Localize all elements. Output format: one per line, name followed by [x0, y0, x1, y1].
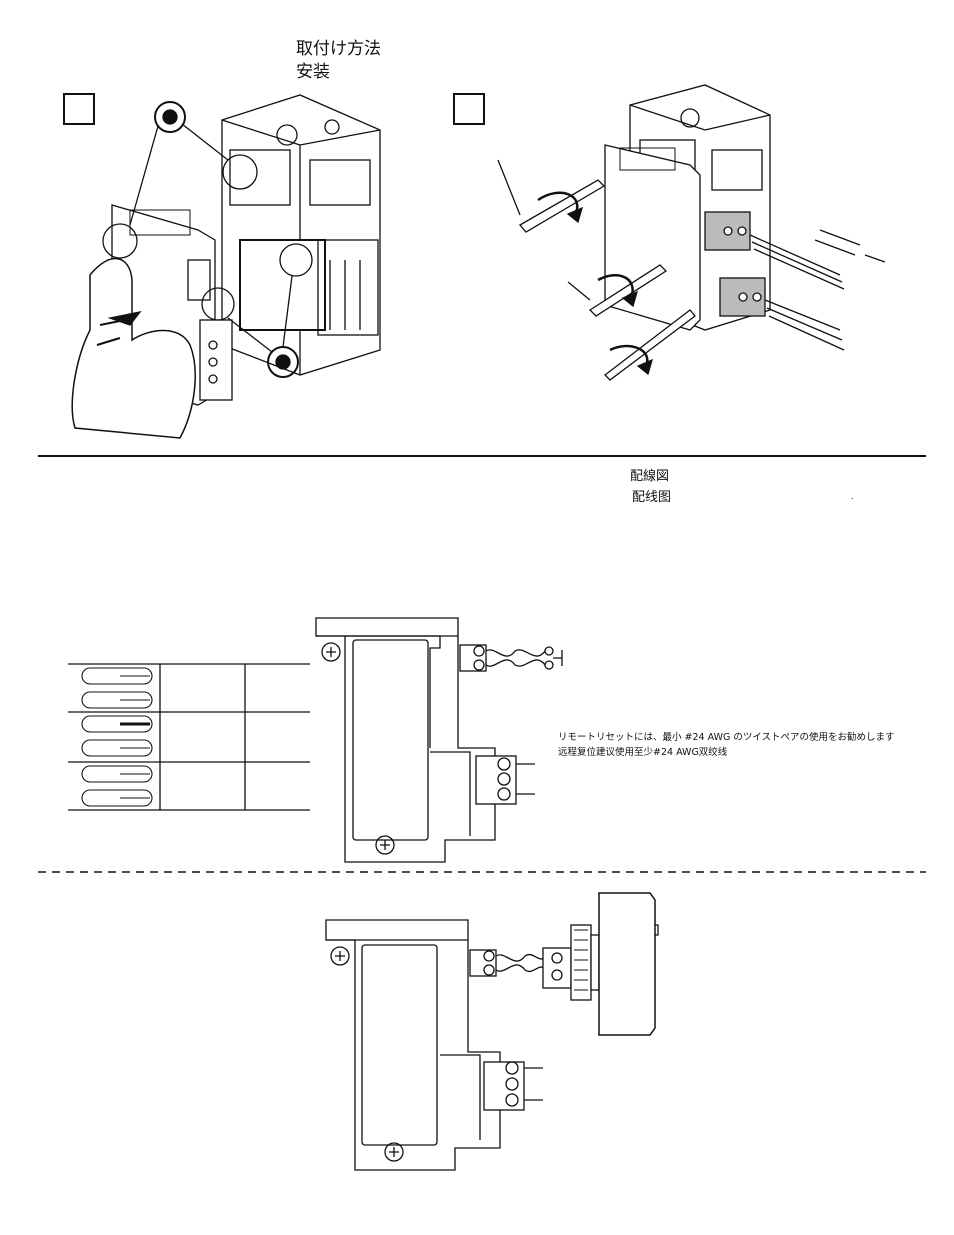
step2-box [454, 94, 484, 124]
install-title-jp: 取付け方法 [296, 38, 381, 60]
install-title-cn: 安装 [296, 61, 330, 83]
wiring-diagram-2 [326, 893, 658, 1170]
wiring-title-cn: 配线图 [632, 486, 671, 505]
wiring-title-jp: 配線図 [630, 465, 669, 484]
remote-reset-note-cn: 远程复位建议使用至少#24 AWG双绞线 [558, 744, 727, 758]
wiring-diagram-1 [68, 618, 562, 862]
step1-box [64, 94, 94, 124]
stray-mark: . [851, 492, 854, 501]
remote-reset-note-jp: リモートリセットには、最小 #24 AWG のツイストペアの使用をお勧めします [558, 729, 895, 743]
step2-illustration [498, 85, 885, 380]
step1-illustration [72, 95, 380, 438]
